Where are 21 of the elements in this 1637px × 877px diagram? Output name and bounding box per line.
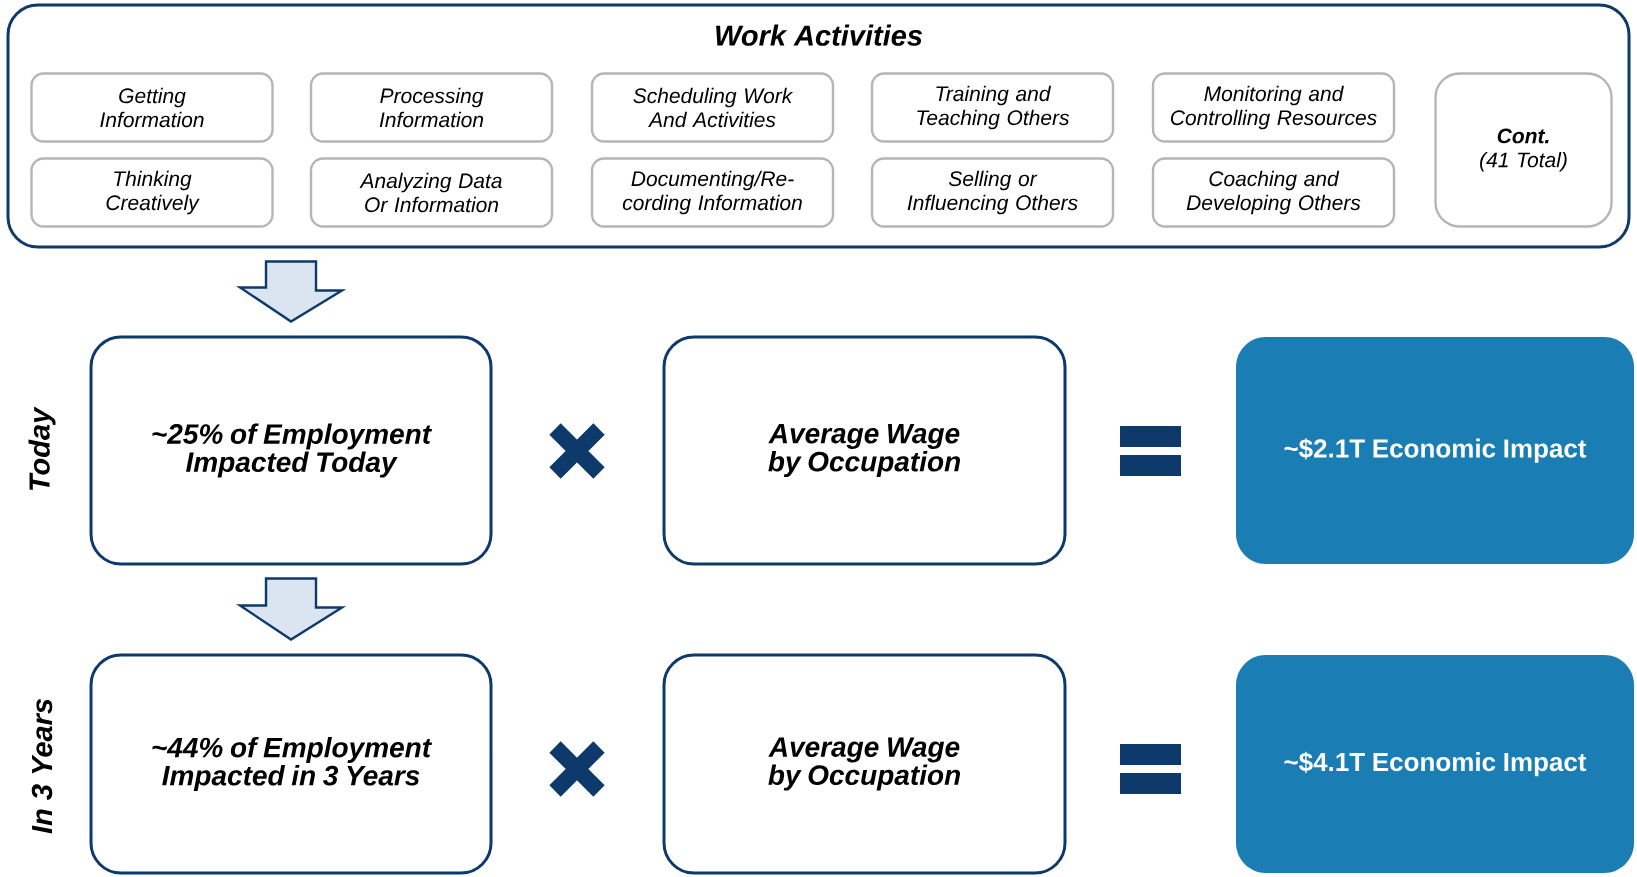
result-box: ~$2.1T Economic Impact [1236, 337, 1634, 564]
factor-box: ~44% of Employment Impacted in 3 Years [89, 653, 493, 875]
block-arrow [236, 577, 347, 641]
factor-box: Average Wage by Occupation [662, 653, 1067, 875]
continuation-box: Cont. (41 Total) [1434, 72, 1613, 228]
activity-box: Scheduling Work And Activities [590, 72, 835, 143]
activity-box: Training and Teaching Others [870, 72, 1115, 143]
factor-box: ~25% of Employment Impacted Today [89, 335, 493, 566]
activity-box: Monitoring and Controlling Resources [1151, 72, 1396, 143]
factor-box: Average Wage by Occupation [662, 335, 1067, 566]
block-arrow [236, 260, 347, 323]
activity-box: Coaching and Developing Others [1151, 157, 1396, 228]
activity-box: Selling or Influencing Others [870, 157, 1115, 228]
activity-box: Thinking Creatively [30, 157, 274, 228]
activity-box: Getting Information [30, 72, 274, 143]
activity-box: Documenting/Re-cording Information [590, 157, 835, 228]
result-box: ~$4.1T Economic Impact [1236, 655, 1634, 873]
row-label: Today [28, 406, 56, 491]
row-label: In 3 Years [31, 699, 53, 834]
activity-box: Processing Information [309, 72, 554, 143]
activity-box: Analyzing Data Or Information [309, 157, 554, 228]
